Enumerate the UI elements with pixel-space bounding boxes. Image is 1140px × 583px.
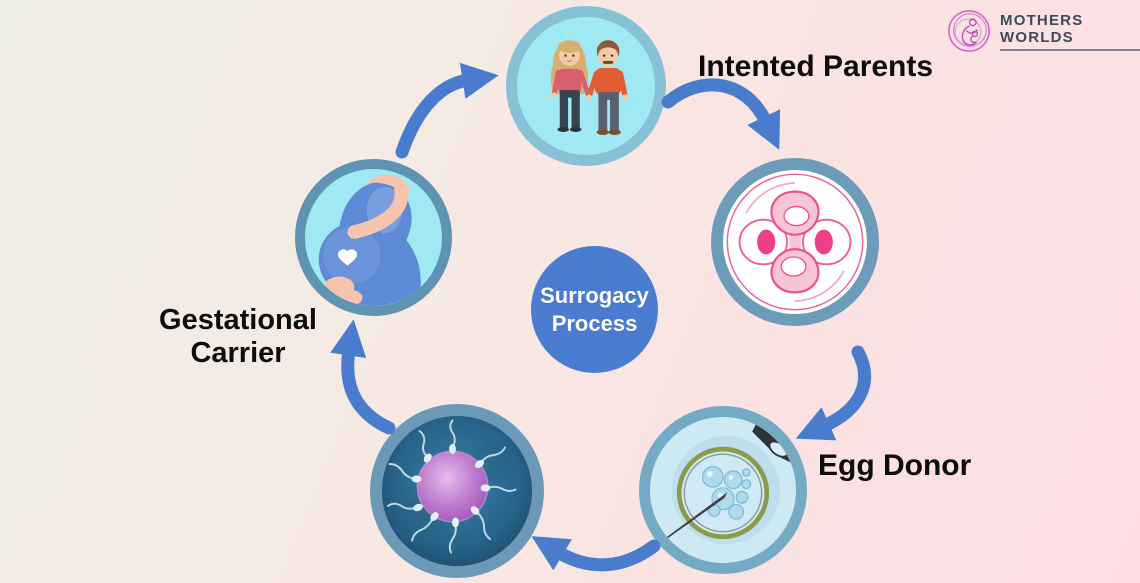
brand-name: MOTHERS WORLDS [1000,12,1140,51]
mother-and-baby-spiral-icon [946,8,992,54]
node-egg-donor [639,406,807,574]
four-cell-embryo-illustration [723,170,867,314]
brand-logo: MOTHERS WORLDS [946,8,1140,54]
couple-holding-hands-illustration [517,17,655,155]
center-title-line2: Process [551,310,638,336]
arrow-left-to-top-icon [395,62,499,159]
label-gestational-carrier: Gestational Carrier [138,304,338,371]
label-gestational-line2: Carrier [190,337,286,370]
arrow-bottom-left-to-left-icon [330,319,396,435]
label-gestational-line1: Gestational [159,304,317,336]
ivf-needle-and-egg-illustration [650,417,796,563]
arrow-bottom-right-to-bottom-left-icon [531,536,661,572]
arrow-top-to-right-icon [661,78,781,150]
center-title-badge: Surrogacy Process [531,246,658,373]
label-intended-parents: Intented Parents [698,50,934,83]
arrow-right-to-bottom-right-icon [795,345,872,441]
center-title-line1: Surrogacy [540,283,649,308]
sperm-meets-egg-illustration [382,416,532,566]
node-gestational-carrier [295,159,452,316]
pregnant-woman-illustration [305,169,442,306]
node-embryo-cells [711,158,879,326]
label-egg-donor: Egg Donor [818,449,972,482]
node-intended-parents [506,6,666,166]
node-fertilization [370,404,544,578]
